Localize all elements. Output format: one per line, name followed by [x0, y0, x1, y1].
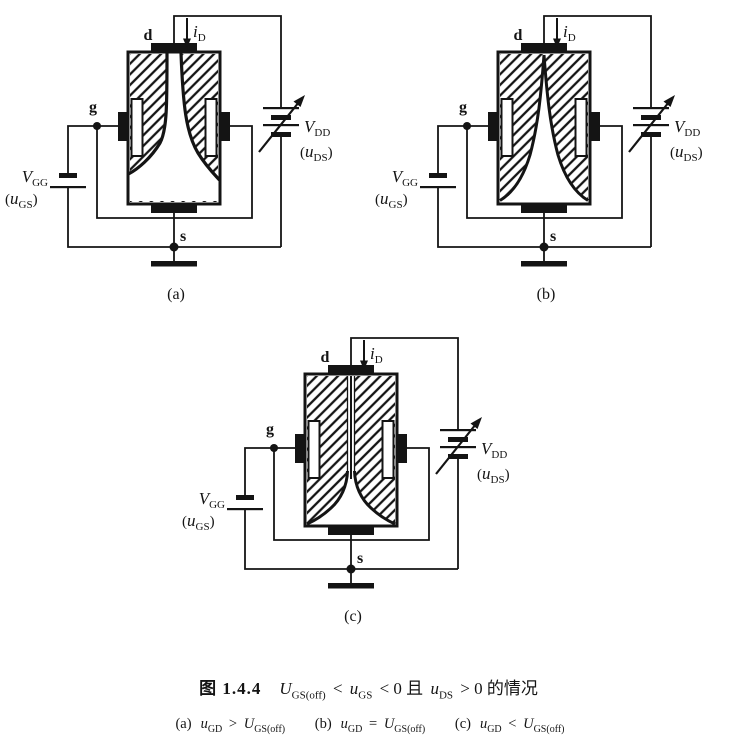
- vdd-battery: [633, 107, 669, 137]
- vdd-battery: [440, 429, 476, 459]
- gate-node-dot: [463, 122, 471, 130]
- gate-label: g: [266, 421, 274, 438]
- source-contact: [521, 204, 567, 213]
- subcaption-item-c: (c)uGD < UGS(off): [454, 716, 565, 735]
- depletion-boundary-right: [353, 470, 396, 526]
- gate-contact-right: [396, 434, 407, 463]
- gate-contact-left: [488, 112, 499, 141]
- figure-subcaption: (a)uGD > UGS(off) (b)uGD = UGS(off) (c)u…: [0, 716, 740, 735]
- gate-node-dot: [93, 122, 101, 130]
- vdd-label: VDD: [674, 117, 700, 139]
- subfigure-letter: (a): [167, 286, 185, 303]
- vdd-label: VDD: [481, 439, 507, 461]
- gate-region-left: [307, 420, 321, 479]
- drain-current-label: iD: [370, 344, 383, 366]
- drain-current-arrow: [360, 340, 368, 370]
- gate-contact-right: [589, 112, 600, 141]
- subfigure-letter: (b): [537, 286, 556, 303]
- gate-region-right: [204, 98, 218, 157]
- gate-region-left: [130, 98, 144, 157]
- source-node-dot: [346, 564, 356, 574]
- vgg-label: VGG: [199, 489, 225, 511]
- drain-current-arrow: [183, 18, 191, 48]
- drain-contact: [328, 365, 374, 374]
- channel-region: [129, 54, 219, 201]
- vgg-battery: [227, 495, 263, 511]
- depletion-boundary-right: [179, 52, 221, 182]
- depletion-boundary-right: [542, 54, 589, 202]
- drain-current-label: iD: [563, 22, 576, 44]
- source-node-dot: [539, 242, 549, 252]
- ground-symbol: [521, 261, 567, 267]
- source-label: s: [180, 228, 186, 245]
- caption-operator: > 0 的情况: [460, 679, 538, 698]
- subcaption-item-b: (b)uGD = UGS(off): [314, 716, 426, 735]
- source-contact: [328, 526, 374, 535]
- vgg-label: VGG: [22, 167, 48, 189]
- ground-symbol: [328, 583, 374, 589]
- variable-source-arrow: [258, 95, 305, 153]
- ugs-label: (uGS): [182, 511, 215, 533]
- vdd-label: VDD: [304, 117, 330, 139]
- variable-source-arrow: [628, 95, 675, 153]
- gate-label: g: [459, 99, 467, 116]
- caption-operator: < 0 且: [379, 679, 424, 698]
- ugs-label: (uGS): [375, 189, 408, 211]
- source-node-dot: [169, 242, 179, 252]
- subfigure-b: d iD g s VGG (uGS) VDD (uDS) (b): [375, 15, 703, 303]
- figure-caption: 图 1.4.4 UGS(off) < uGS < 0 且 uDS > 0 的情况: [0, 674, 740, 702]
- depletion-boundary-left: [306, 470, 349, 526]
- figure-number: 图 1.4.4: [199, 679, 262, 698]
- vdd-battery: [263, 107, 299, 137]
- circuit-wires: [437, 15, 652, 261]
- source-label: s: [357, 550, 363, 567]
- circuit-wires: [244, 337, 459, 583]
- gate-contact-left: [295, 434, 306, 463]
- ground-symbol: [151, 261, 197, 267]
- drain-label: d: [321, 349, 330, 366]
- drain-current-label: iD: [193, 22, 206, 44]
- source-contact: [151, 204, 197, 213]
- gate-region-left: [500, 98, 514, 157]
- channel-region: [499, 56, 589, 202]
- gate-contact-right: [219, 112, 230, 141]
- drain-contact: [521, 43, 567, 52]
- caption-operator: <: [332, 679, 343, 698]
- subfigure-letter: (c): [344, 608, 362, 625]
- subfigure-a: d iD g s VGG (uGS) VDD (uDS) (a): [5, 15, 333, 303]
- ugs-label: (uGS): [5, 189, 38, 211]
- source-label: s: [550, 228, 556, 245]
- drain-current-arrow: [553, 18, 561, 48]
- uds-label: (uDS): [477, 464, 510, 486]
- subcaption-item-a: (a)uGD > UGS(off): [175, 716, 286, 735]
- gate-contact-left: [118, 112, 129, 141]
- gate-label: g: [89, 99, 97, 116]
- uds-label: (uDS): [670, 142, 703, 164]
- drain-contact: [151, 43, 197, 52]
- vgg-battery: [420, 173, 456, 189]
- gate-region-right: [381, 420, 395, 479]
- drain-label: d: [514, 27, 523, 44]
- uds-label: (uDS): [300, 142, 333, 164]
- subfigure-c: d iD g s VGG (uGS) VDD (uDS) (c): [182, 337, 510, 625]
- vgg-battery: [50, 173, 86, 189]
- drain-label: d: [144, 27, 153, 44]
- depletion-boundary-left: [127, 52, 169, 176]
- variable-source-arrow: [435, 417, 482, 475]
- caption-term: uGS: [349, 679, 373, 702]
- depletion-boundary-left: [499, 54, 546, 202]
- caption-term: UGS(off): [279, 679, 326, 702]
- gate-node-dot: [270, 444, 278, 452]
- depletion-boundary-slits: [346, 376, 356, 472]
- caption-term: uDS: [430, 679, 453, 702]
- vgg-label: VGG: [392, 167, 418, 189]
- gate-region-right: [574, 98, 588, 157]
- circuit-wires: [67, 15, 282, 261]
